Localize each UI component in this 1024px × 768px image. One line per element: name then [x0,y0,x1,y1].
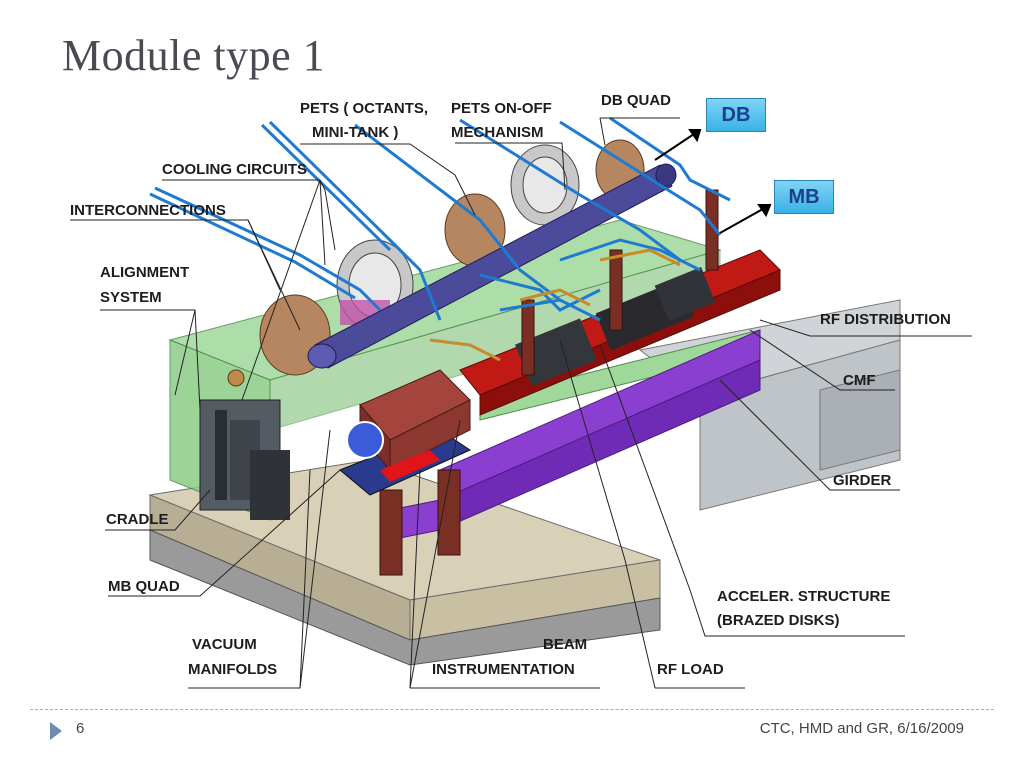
label-alignment-2: SYSTEM [100,289,162,306]
label-pets-octants-2: MINI-TANK ) [312,124,399,141]
label-acceler-structure-2: (BRAZED DISKS) [717,612,840,629]
db-beam-pipe [307,163,677,369]
label-cmf: CMF [843,372,876,389]
mb-quad-magnet [339,369,472,496]
bullet-arrow-icon [50,722,62,740]
label-cooling-circuits: COOLING CIRCUITS [162,161,307,178]
label-girder: GIRDER [833,472,892,489]
output-arrows [654,129,772,234]
cradle [199,399,290,520]
label-cradle: CRADLE [106,511,169,528]
label-interconnections: INTERCONNECTIONS [70,202,226,219]
rf-waveguides [429,248,681,362]
callout-lines [70,117,972,689]
label-alignment: ALIGNMENT [100,264,190,281]
footer-divider [30,709,994,710]
label-rf-distribution: RF DISTRIBUTION [820,311,951,328]
label-pets-onoff: PETS ON-OFF [451,100,552,117]
tag-mb: MB [774,180,834,214]
footer-credit: CTC, HMD and GR, 6/16/2009 [759,720,964,737]
label-vacuum-2: MANIFOLDS [188,661,278,678]
label-acceler-structure: ACCELER. STRUCTURE [717,588,891,605]
page-number: 6 [76,720,85,737]
slide-title: Module type 1 [62,31,326,80]
label-pets-octants: PETS ( OCTANTS, [300,100,429,117]
label-db-quad: DB QUAD [601,92,671,109]
label-beam: BEAM [543,636,588,653]
tag-db: DB [706,98,766,132]
label-vacuum: VACUUM [192,636,257,653]
label-mb-quad: MB QUAD [108,578,180,595]
label-beam-2: INSTRUMENTATION [432,661,575,678]
rf-load-posts [379,189,719,576]
label-rf-load: RF LOAD [657,661,724,678]
label-pets-onoff-2: MECHANISM [451,124,544,141]
